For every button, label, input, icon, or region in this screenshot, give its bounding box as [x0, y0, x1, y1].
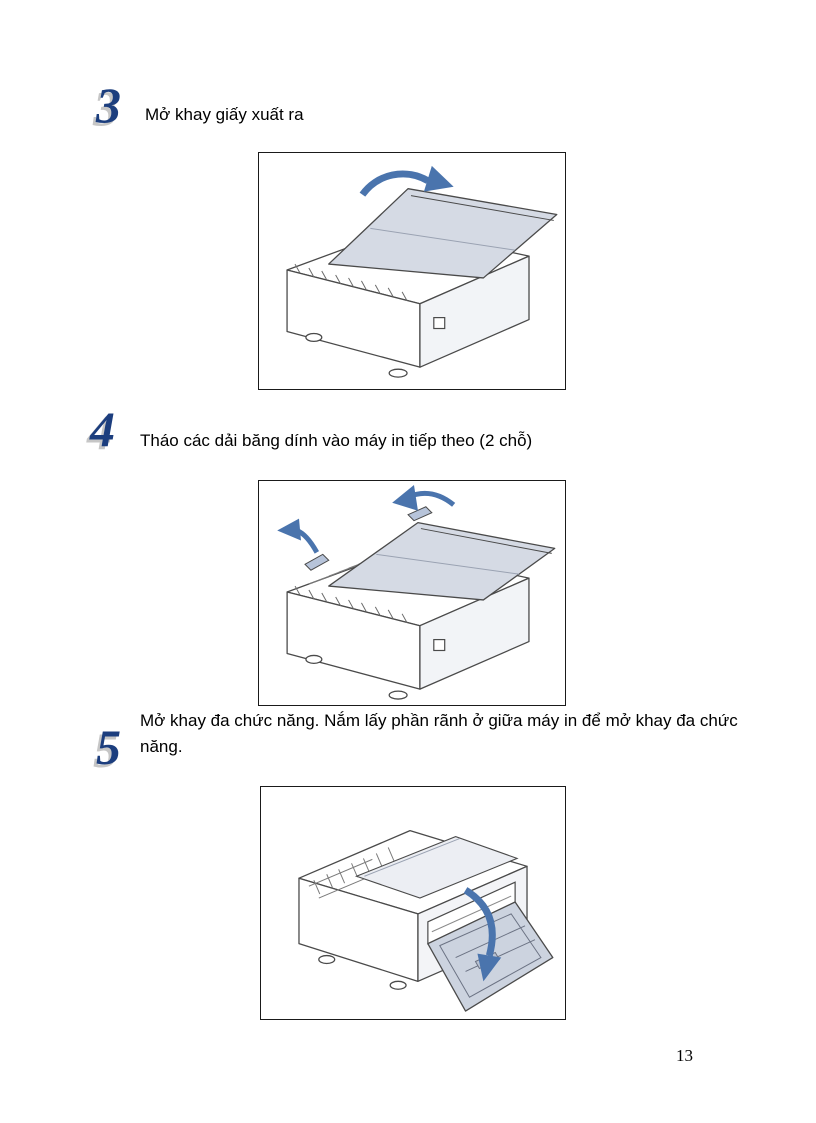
front-indicator [433, 317, 446, 330]
closed-output-tray [354, 835, 519, 899]
vent-ticks [294, 585, 408, 623]
open-direction-arrow-icon [359, 165, 454, 197]
front-indicator [433, 638, 446, 652]
tape-strip-center [407, 506, 433, 522]
step-3-instruction: Mở khay giấy xuất ra [145, 105, 304, 124]
tape-removal-arrow-left-icon [277, 518, 320, 554]
roller-line [431, 895, 512, 933]
printer-open-output-tray-illustration [286, 165, 558, 378]
step-5-number: 5 [96, 719, 121, 775]
vent-grille [308, 557, 375, 585]
step-4-instruction: Tháo các dải băng dính vào máy in tiếp t… [140, 431, 533, 450]
printer-open-multipurpose-tray-illustration [298, 829, 554, 1012]
tray-highlight-line [376, 553, 520, 575]
tray-highlight-line [370, 227, 516, 251]
tray-edge-line [410, 195, 554, 221]
output-tray [328, 521, 556, 601]
step-5-instruction: Mở khay đa chức năng. Nắm lấy phần rãnh … [140, 711, 738, 756]
figure-step-4 [258, 480, 566, 706]
page-number: 13 [676, 1046, 693, 1065]
vent-ticks [294, 263, 408, 301]
figure-step-3 [258, 152, 566, 390]
tape-removal-arrow-center-icon [392, 484, 456, 511]
figure-step-5 [260, 786, 566, 1020]
vent-grille [308, 847, 395, 899]
tape-strip-left [304, 553, 330, 571]
open-direction-arrow-icon [463, 887, 502, 982]
tray-edge-line [420, 528, 552, 554]
tray-crease [364, 838, 460, 877]
printer-remove-tapes-illustration [277, 484, 556, 700]
step-4-number: 4 [90, 401, 115, 457]
step-3-number: 3 [96, 77, 121, 133]
